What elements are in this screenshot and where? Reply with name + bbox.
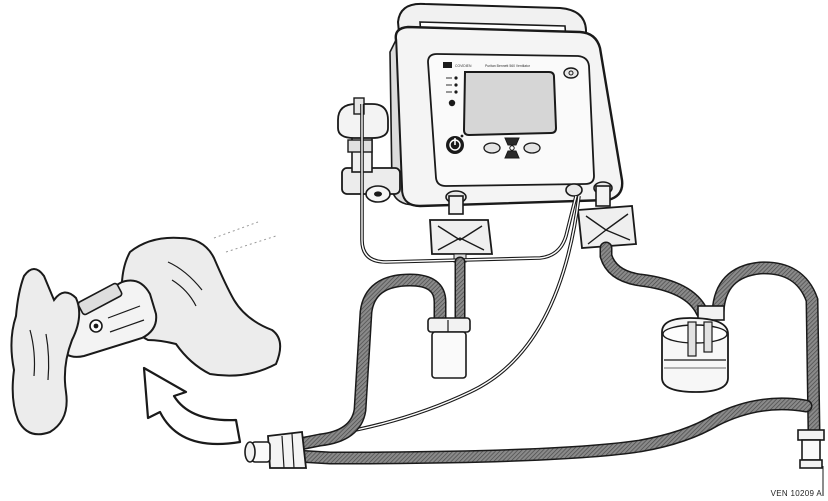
display-screen xyxy=(464,72,556,135)
curved-arrow-icon xyxy=(144,368,240,444)
exhalation-filter xyxy=(430,220,492,262)
tube-connector xyxy=(798,430,824,496)
menu-button[interactable] xyxy=(484,143,500,153)
model-text: Puritan Bennett 560 Ventilator xyxy=(485,64,531,68)
down-arrow-icon xyxy=(505,151,519,158)
alarm-button[interactable] xyxy=(564,68,578,78)
patient-wye-connector xyxy=(245,432,306,468)
humidifier-chamber xyxy=(662,306,728,392)
up-arrow-icon xyxy=(505,138,519,145)
brand-text: COVIDIEN xyxy=(455,64,472,68)
water-trap xyxy=(428,318,470,378)
enter-button[interactable] xyxy=(524,143,540,153)
ventilator-device: COVIDIEN Puritan Bennett 560 Ventilator xyxy=(338,4,622,214)
figure-reference-code: VEN 10209 A xyxy=(771,489,822,498)
brand-logo-box xyxy=(443,62,452,68)
